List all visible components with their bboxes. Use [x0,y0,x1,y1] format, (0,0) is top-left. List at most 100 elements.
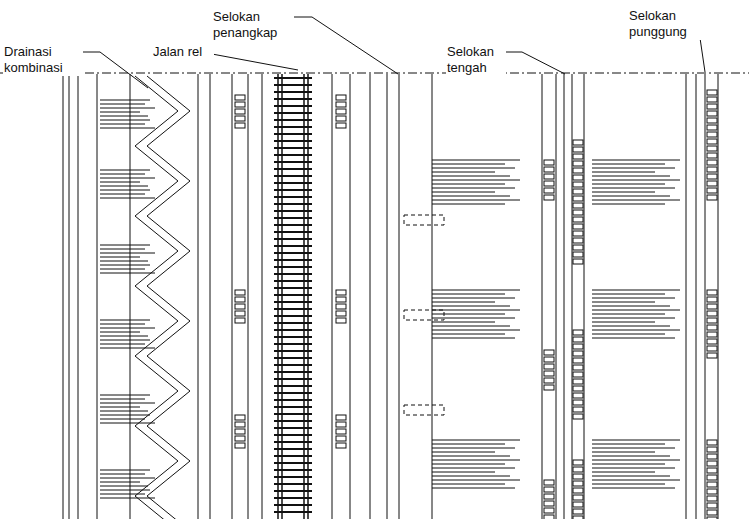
gutter-block [573,481,583,486]
gutter-block [573,189,583,194]
gutter-block [573,175,583,180]
hatch-line [100,186,148,187]
hatch-line [274,147,312,149]
hatch-line [592,484,665,485]
hatch-line [274,511,312,513]
gutter-block [707,311,717,316]
gutter-block [573,161,583,166]
hatch-line [100,498,155,499]
hatch-line [100,273,155,274]
hatch-line [274,245,312,247]
hatch-line [100,482,140,483]
hatch-line [100,249,145,250]
hatch-line [274,294,312,296]
hatch-line [100,403,155,404]
hatch-line [592,310,680,311]
gutter-block [707,503,717,508]
hatch-line [100,486,148,487]
gutter-block [707,139,717,144]
gutter-block [336,415,346,420]
hatch-line [592,448,675,449]
gutter-block [573,203,583,208]
hatch-line [592,452,655,453]
gutter-block [707,353,717,358]
gutter-block [235,304,245,309]
drain-line [399,74,400,519]
gutter-block [707,174,717,179]
gutter-block [573,337,583,342]
gutter-block [707,132,717,137]
gutter-block [544,357,554,362]
hatch-line [274,413,312,415]
gutter-block [573,386,583,391]
gutter-block [544,350,554,355]
hatch-line [274,273,312,275]
hatch-line [100,344,145,345]
hatch-line [100,490,150,491]
gutter-block [336,436,346,441]
hatch-line [100,324,145,325]
hatch-line [432,330,520,331]
hatch-line [592,184,665,185]
hatch-line [100,116,148,117]
gutter-block [573,147,583,152]
gutter-block [336,116,346,121]
hatch-line [274,378,312,380]
part-label: Selokan punggung [628,8,702,40]
hatch-line [100,194,145,195]
gutter-block [573,245,583,250]
hatch-line [274,161,312,163]
gutter-block [573,224,583,229]
hatch-line [274,77,312,79]
drain-line [97,74,98,519]
hatch-line [592,440,680,441]
gutter-block [235,95,245,100]
hatch-line [592,460,680,461]
hatch-line [100,245,150,246]
hatch-line [592,330,680,331]
gutter-block [573,154,583,159]
hatch-line [432,172,495,173]
part-label: Selokan penangkap [212,9,294,41]
hatch-line [100,332,140,333]
hatch-line [274,231,312,233]
hatch-line [432,188,515,189]
hatch-line [274,441,312,443]
gutter-block [573,495,583,500]
drain-line [718,74,719,519]
gutter-block [235,109,245,114]
gutter-block [707,447,717,452]
gutter-block [707,318,717,323]
gutter-block [573,252,583,257]
gutter-block [707,125,717,130]
hatch-line [432,168,515,169]
hatch-line [432,480,520,481]
drain-line [387,74,388,519]
gutter-block [707,181,717,186]
gutter-block [235,311,245,316]
gutter-block [544,364,554,369]
gutter-block [573,467,583,472]
gutter-block [707,111,717,116]
hatch-line [432,334,505,335]
drain-line [248,74,249,519]
zigzag-drain [147,76,190,519]
hatch-line [100,100,150,101]
culvert [404,215,444,225]
hatch-line [274,469,312,471]
hatch-line [592,298,675,299]
gutter-block [544,181,554,186]
hatch-line [432,298,515,299]
gutter-block [336,297,346,302]
gutter-block [707,146,717,151]
hatch-line [432,464,505,465]
gutter-block [573,372,583,377]
gutter-block [573,516,583,519]
gutter-block [573,365,583,370]
hatch-line [274,308,312,310]
gutter-block [336,429,346,434]
hatch-line [274,119,312,121]
gutter-block [573,407,583,412]
hatch-line [274,252,312,254]
hatch-line [274,301,312,303]
